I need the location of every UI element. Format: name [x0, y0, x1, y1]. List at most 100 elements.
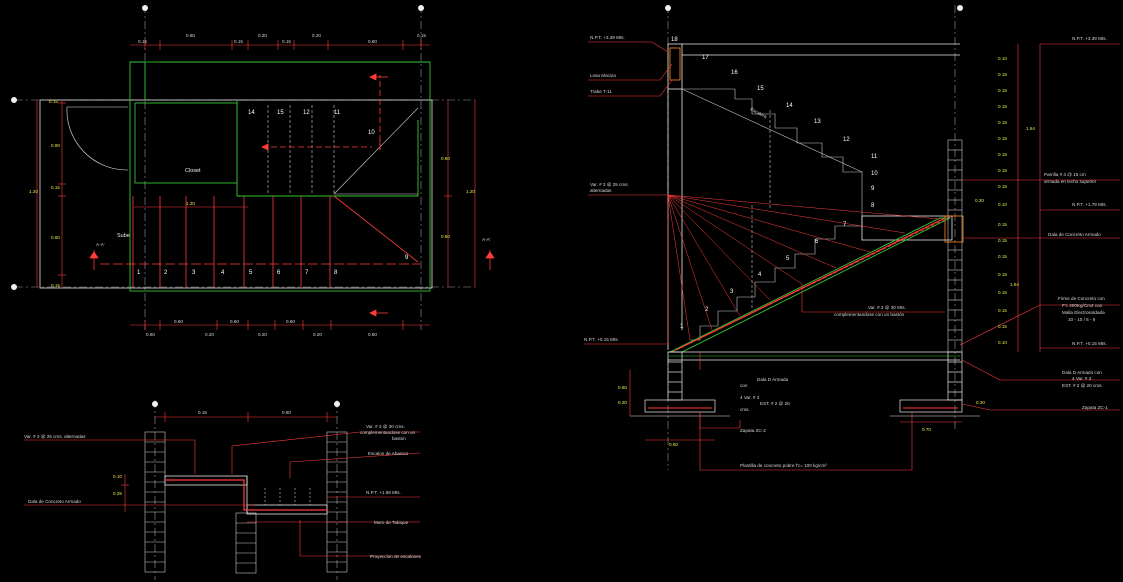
detail-leaders: [24, 431, 421, 557]
sec-firme-4: 10 - 10 / 6 - 6: [1068, 317, 1096, 322]
plan-axis-markers: [11, 5, 424, 290]
plan-dim-bot-8: 0.60: [368, 332, 377, 337]
step-2: 2: [164, 270, 168, 276]
detail-note-proyeccion: Proyeccion de escalones: [370, 554, 422, 559]
sec-dim-r-7: 0.15: [998, 152, 1007, 157]
sec-step-5: 5: [786, 256, 790, 262]
section-right-dims: [1017, 44, 1041, 352]
sec-dim-r-5: 0.15: [998, 120, 1007, 125]
sec-step-3: 3: [730, 289, 734, 295]
plan-bottom-dim-labels: 0.60 0.60 0.20 0.60 0.20 0.60 0.20 0.60: [146, 319, 377, 337]
sec-dim-r-18: 0.10: [998, 340, 1007, 345]
section-lower-steps: [690, 225, 862, 341]
sec-npt-bottom-left: N.P.T. +0.15 Mts.: [584, 337, 619, 342]
sec-dim-r-15: 0.15: [998, 290, 1007, 295]
plan-dim-left-4: 0.60: [51, 235, 60, 240]
sec-step-15: 15: [757, 86, 764, 92]
section-cut-left: A-A': [96, 242, 105, 247]
sec-npt-mid-right: N.P.T. +1.79 Mts.: [1072, 202, 1107, 207]
section-fan-rebar: [667, 194, 941, 345]
detail-axis-lines: [154, 400, 338, 580]
plan-dim-bot-7: 0.20: [313, 332, 322, 337]
sec-parrilla-2: armada en lecho superior: [1044, 179, 1097, 184]
detail-dim-top-1: 0.15: [198, 410, 207, 415]
plan-door-swing: [66, 106, 129, 171]
section-left-bottom-dims: [629, 370, 962, 441]
sec-step-7: 7: [843, 222, 847, 228]
sec-step-18: 18: [671, 37, 678, 43]
sec-npt-bottom-right: N.P.T. +0.15 Mts.: [1072, 341, 1107, 346]
plan-total-right: 1.20: [466, 189, 475, 194]
plan-winder-lines: [333, 107, 419, 195]
sec-zapata-left: Zapata ZC-2: [740, 428, 766, 433]
plan-dim-top-7: 0.60: [368, 39, 377, 44]
detail-note-right-3: bastón: [392, 436, 406, 441]
plan-walking-line: [100, 75, 420, 265]
plan-stair-width-label: 1.20: [186, 201, 195, 206]
sec-var-left-2: alternadas: [590, 188, 612, 193]
sec-dala-armada-right-1: Dala D Armado con: [1062, 370, 1102, 375]
sec-step-13: 13: [814, 119, 821, 125]
sec-dim-r-8: 0.15: [998, 168, 1007, 173]
step-5: 5: [249, 270, 253, 276]
section-footing-left: [644, 351, 716, 413]
plan-direction-arrows: [261, 73, 388, 317]
section-axis-markers: [665, 5, 963, 11]
sec-dim-left-a: 0.60: [618, 385, 627, 390]
step-12: 12: [303, 110, 310, 116]
section-dala: [944, 215, 964, 243]
section-floor-slab: [668, 351, 960, 361]
sec-zapata-right: Zapata ZC-1: [1082, 405, 1108, 410]
detail-projection-steps: [264, 488, 311, 505]
step-1: 1: [137, 270, 141, 276]
section-cut-right-marker: [485, 250, 495, 270]
sec-dala-armada-right-3: EST. # 2 @ 20 cms.: [1062, 383, 1103, 388]
sec-dim-r-13: 0.15: [998, 254, 1007, 259]
sec-dala-armada-left-5: cms.: [740, 407, 750, 412]
detail-dim-left-1: 0.10: [113, 474, 122, 479]
sec-firme-1: Firme de Concreto con: [1058, 296, 1105, 301]
step-3: 3: [192, 270, 196, 276]
detail-note-muro: Muro de Tabique: [374, 520, 409, 525]
sec-total-right: 1.64: [1010, 282, 1019, 287]
sec-parrilla-1: Parrilla # 3 @ 15 cm: [1044, 172, 1086, 177]
section-cut-right: A-A': [482, 237, 491, 242]
plan-left-dim-labels: 0.15 0.90 0.15 0.60 0.15 1.20: [29, 99, 60, 288]
sec-dala-armada-left-1: Dala D Armada: [757, 377, 789, 382]
sec-dala-armada-left-3: 4 Var. # 3: [740, 395, 760, 400]
sec-total-right-upper: 1.64: [1026, 126, 1035, 131]
plan-right-dimension: [444, 100, 476, 287]
plan-dim-top-4: 0.20: [258, 33, 267, 38]
stair-detail-view: 0.15 0.60: [24, 400, 422, 580]
sec-step-16: 16: [731, 70, 738, 76]
plan-lower-step-numbers: 1 2 3 4 5 6 7 8 9: [137, 255, 409, 276]
step-4: 4: [221, 270, 225, 276]
sec-var-mid-2: complementandose con un bastón: [834, 312, 905, 317]
sube-label: Sube: [117, 233, 130, 239]
sec-step-6: 6: [815, 239, 819, 245]
plan-dim-bot-1: 0.60: [146, 332, 155, 337]
step-9: 9: [405, 255, 409, 261]
sec-dim-r-10: 0.10: [998, 202, 1007, 207]
sec-dim-bottom-right: 0.70: [922, 427, 931, 432]
detail-top-dimension: [155, 412, 337, 422]
sec-dim-r-17: 0.15: [998, 324, 1007, 329]
sec-npt-top-left: N.P.T. +3.39 Mts.: [590, 35, 625, 40]
sec-dim-mid: 0.20: [975, 198, 984, 203]
plan-dim-right-1: 0.60: [441, 156, 450, 161]
sec-losa-maciza: Losa Maciza: [590, 73, 616, 78]
sec-firme-3: Malla Electrosoldada: [1062, 310, 1105, 315]
sec-dim-r-2: 0.15: [998, 72, 1007, 77]
detail-note-right-2: complementandose con un: [360, 430, 416, 435]
plan-dim-top-5: 0.15: [282, 39, 291, 44]
detail-npt: N.P.T. +1.69 Mts.: [366, 490, 401, 495]
plan-dim-left-1: 0.15: [49, 99, 58, 104]
sec-step-11: 11: [871, 154, 878, 160]
detail-note-escalon: Escalon de Abanico: [368, 451, 409, 456]
plan-green-outline: [129, 61, 431, 292]
plan-dim-left-2: 0.90: [51, 143, 60, 148]
step-11: 11: [334, 110, 341, 116]
plan-right-dim-labels: 0.60 0.60 1.20: [441, 156, 475, 239]
plan-dim-top-1: 0.15: [138, 39, 147, 44]
plan-dim-top-6: 0.20: [312, 33, 321, 38]
